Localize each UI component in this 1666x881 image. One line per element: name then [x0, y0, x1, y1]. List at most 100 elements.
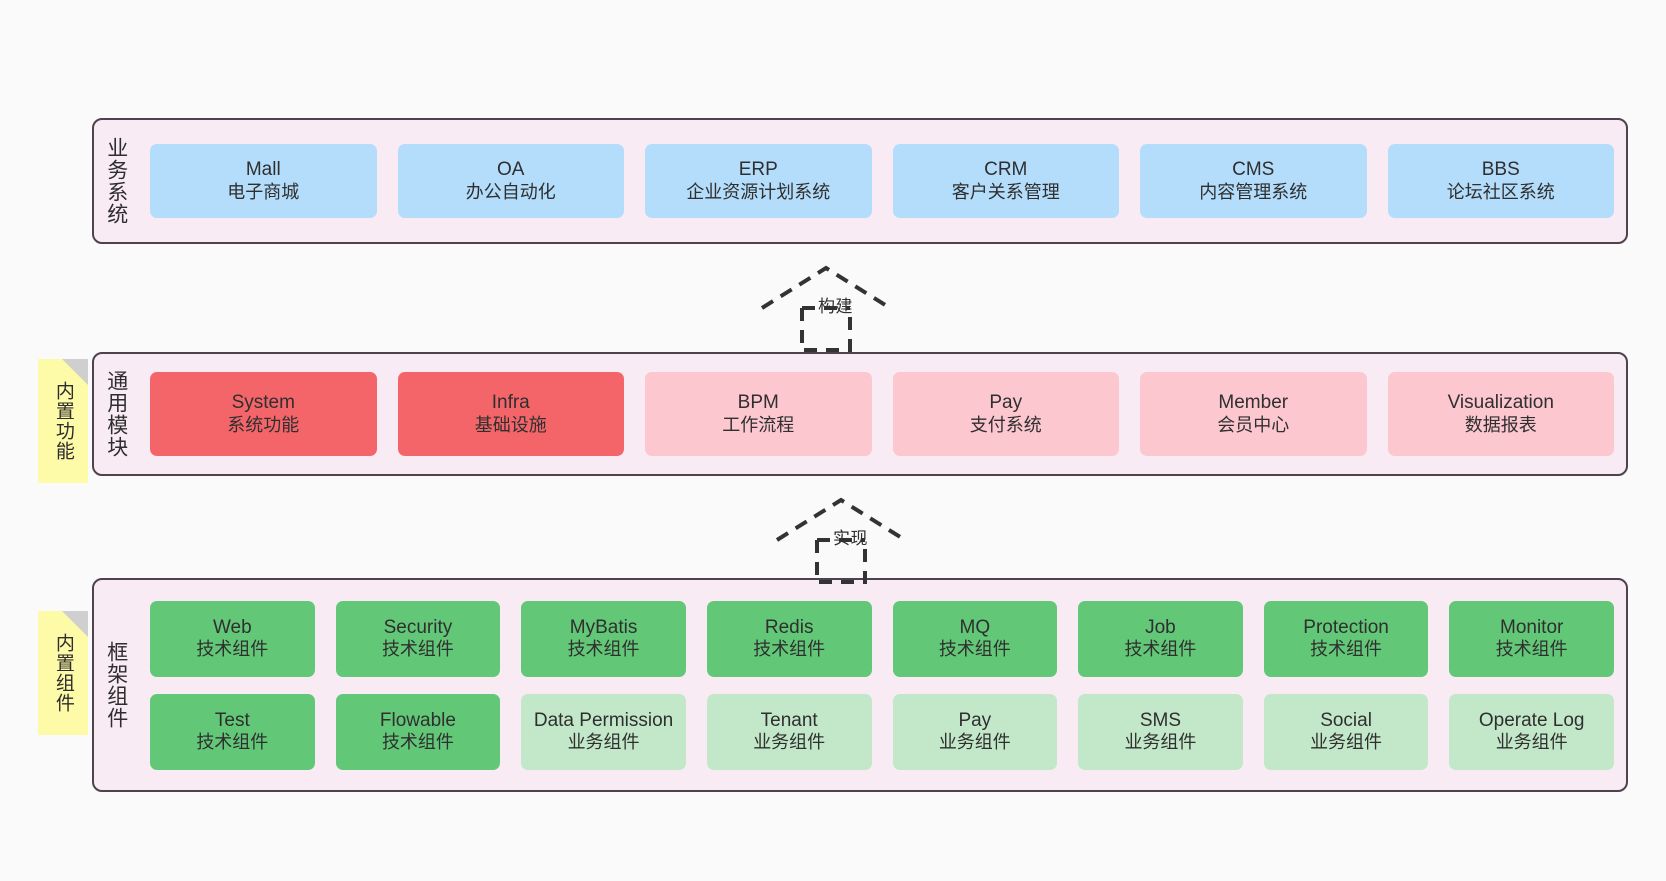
- card-data-permission-cn: 业务组件: [567, 732, 640, 753]
- card-erp-cn: 企业资源计划系统: [686, 181, 831, 202]
- card-job-en: Job: [1145, 616, 1176, 638]
- card-tenant-cn: 业务组件: [753, 732, 826, 753]
- card-member-en: Member: [1218, 392, 1289, 414]
- generalization-arrow-icon: [775, 497, 907, 584]
- card-tenant[interactable]: Tenant 业务组件: [706, 693, 872, 770]
- sticky-note-builtin-features: 内置功能: [38, 359, 88, 483]
- card-row-business-components: Test 技术组件 Flowable 技术组件 Data Permission …: [150, 693, 1614, 770]
- card-sms-en: SMS: [1139, 709, 1182, 731]
- card-operate-log[interactable]: Operate Log 业务组件: [1449, 693, 1614, 770]
- card-member-cn: 会员中心: [1217, 414, 1290, 435]
- card-redis[interactable]: Redis 技术组件: [706, 600, 872, 677]
- card-infra[interactable]: Infra 基础设施: [397, 372, 624, 456]
- card-flowable-en: Flowable: [379, 709, 456, 731]
- card-visualization-cn: 数据报表: [1464, 414, 1537, 435]
- card-visualization-en: Visualization: [1447, 392, 1554, 414]
- card-data-permission-en: Data Permission: [533, 709, 674, 731]
- sticky-fold-icon: [62, 359, 88, 385]
- sticky-fold-icon: [62, 611, 88, 637]
- card-mybatis-cn: 技术组件: [567, 639, 640, 660]
- card-pay-component-cn: 业务组件: [938, 732, 1011, 753]
- card-test[interactable]: Test 技术组件: [150, 693, 315, 770]
- card-mq[interactable]: MQ 技术组件: [892, 600, 1058, 677]
- card-test-cn: 技术组件: [196, 732, 269, 753]
- card-tenant-en: Tenant: [760, 709, 818, 731]
- card-operate-log-en: Operate Log: [1478, 709, 1585, 731]
- card-system-cn: 系统功能: [227, 414, 300, 435]
- card-bpm-cn: 工作流程: [722, 414, 795, 435]
- connector-implement-label: 实现: [833, 529, 868, 548]
- card-infra-cn: 基础设施: [474, 414, 547, 435]
- card-row-modules: System 系统功能 Infra 基础设施 BPM 工作流程 Pay 支付系统…: [150, 372, 1614, 456]
- card-bbs-en: BBS: [1481, 159, 1520, 181]
- card-oa-en: OA: [497, 159, 525, 181]
- layer-body-business: Mall 电子商城 OA 办公自动化 ERP 企业资源计划系统 CRM 客户关系…: [138, 120, 1626, 242]
- card-cms-cn: 内容管理系统: [1199, 181, 1308, 202]
- card-flowable[interactable]: Flowable 技术组件: [335, 693, 501, 770]
- card-web[interactable]: Web 技术组件: [150, 600, 315, 677]
- layer-body-framework: Web 技术组件 Security 技术组件 MyBatis 技术组件 Redi…: [138, 580, 1626, 790]
- generalization-arrow-icon: [760, 265, 892, 352]
- card-redis-en: Redis: [764, 616, 814, 638]
- card-mybatis-en: MyBatis: [569, 616, 638, 638]
- card-member[interactable]: Member 会员中心: [1140, 372, 1367, 456]
- card-protection[interactable]: Protection 技术组件: [1263, 600, 1429, 677]
- card-mall-en: Mall: [245, 159, 281, 181]
- card-job[interactable]: Job 技术组件: [1078, 600, 1243, 677]
- card-web-cn: 技术组件: [196, 639, 269, 660]
- connector-implement: 实现: [775, 494, 925, 584]
- card-bbs[interactable]: BBS 论坛社区系统: [1387, 144, 1614, 218]
- layer-title-modules: 通用模块: [104, 370, 128, 458]
- card-monitor-cn: 技术组件: [1495, 639, 1568, 660]
- sticky-note-builtin-features-label: 内置功能: [52, 381, 74, 461]
- card-pay-module-cn: 支付系统: [969, 414, 1042, 435]
- card-crm-cn: 客户关系管理: [951, 181, 1060, 202]
- card-protection-cn: 技术组件: [1310, 639, 1383, 660]
- layer-title-framework: 框架组件: [104, 641, 128, 729]
- layer-body-modules: System 系统功能 Infra 基础设施 BPM 工作流程 Pay 支付系统…: [138, 354, 1626, 474]
- card-infra-en: Infra: [491, 392, 530, 414]
- connector-build: 构建: [760, 262, 910, 352]
- card-mq-cn: 技术组件: [938, 639, 1011, 660]
- card-security-en: Security: [383, 616, 453, 638]
- card-erp-en: ERP: [738, 159, 778, 181]
- card-test-en: Test: [214, 709, 250, 731]
- card-monitor[interactable]: Monitor 技术组件: [1449, 600, 1614, 677]
- card-pay-module-en: Pay: [989, 392, 1023, 414]
- card-security[interactable]: Security 技术组件: [335, 600, 501, 677]
- card-bpm-en: BPM: [737, 392, 779, 414]
- card-cms[interactable]: CMS 内容管理系统: [1140, 144, 1367, 218]
- connector-build-label: 构建: [818, 297, 853, 316]
- card-row-business: Mall 电子商城 OA 办公自动化 ERP 企业资源计划系统 CRM 客户关系…: [150, 144, 1614, 218]
- sticky-note-builtin-components-label: 内置组件: [52, 633, 74, 713]
- card-protection-en: Protection: [1303, 616, 1389, 638]
- layer-panel-modules: 通用模块 System 系统功能 Infra 基础设施 BPM 工作流程 Pay…: [92, 352, 1628, 476]
- card-erp[interactable]: ERP 企业资源计划系统: [645, 144, 872, 218]
- card-web-en: Web: [212, 616, 252, 638]
- card-visualization[interactable]: Visualization 数据报表: [1387, 372, 1614, 456]
- card-operate-log-cn: 业务组件: [1495, 732, 1568, 753]
- card-job-cn: 技术组件: [1124, 639, 1197, 660]
- card-sms[interactable]: SMS 业务组件: [1078, 693, 1243, 770]
- layer-panel-framework: 框架组件 Web 技术组件 Security 技术组件 MyBatis 技术组件…: [92, 578, 1628, 792]
- sticky-note-builtin-components: 内置组件: [38, 611, 88, 735]
- card-social[interactable]: Social 业务组件: [1263, 693, 1429, 770]
- card-pay-component[interactable]: Pay 业务组件: [892, 693, 1058, 770]
- card-redis-cn: 技术组件: [753, 639, 826, 660]
- card-system-en: System: [231, 392, 295, 414]
- card-bbs-cn: 论坛社区系统: [1446, 181, 1555, 202]
- card-oa-cn: 办公自动化: [465, 181, 556, 202]
- card-bpm[interactable]: BPM 工作流程: [645, 372, 872, 456]
- card-oa[interactable]: OA 办公自动化: [397, 144, 624, 218]
- card-sms-cn: 业务组件: [1124, 732, 1197, 753]
- card-crm[interactable]: CRM 客户关系管理: [892, 144, 1119, 218]
- card-pay-module[interactable]: Pay 支付系统: [892, 372, 1119, 456]
- card-mall[interactable]: Mall 电子商城: [150, 144, 377, 218]
- card-flowable-cn: 技术组件: [381, 732, 454, 753]
- layer-panel-business: 业务系统 Mall 电子商城 OA 办公自动化 ERP 企业资源计划系统 CRM…: [92, 118, 1628, 244]
- card-data-permission[interactable]: Data Permission 业务组件: [521, 693, 686, 770]
- card-mybatis[interactable]: MyBatis 技术组件: [521, 600, 686, 677]
- layer-title-business: 业务系统: [104, 137, 128, 225]
- card-system[interactable]: System 系统功能: [150, 372, 377, 456]
